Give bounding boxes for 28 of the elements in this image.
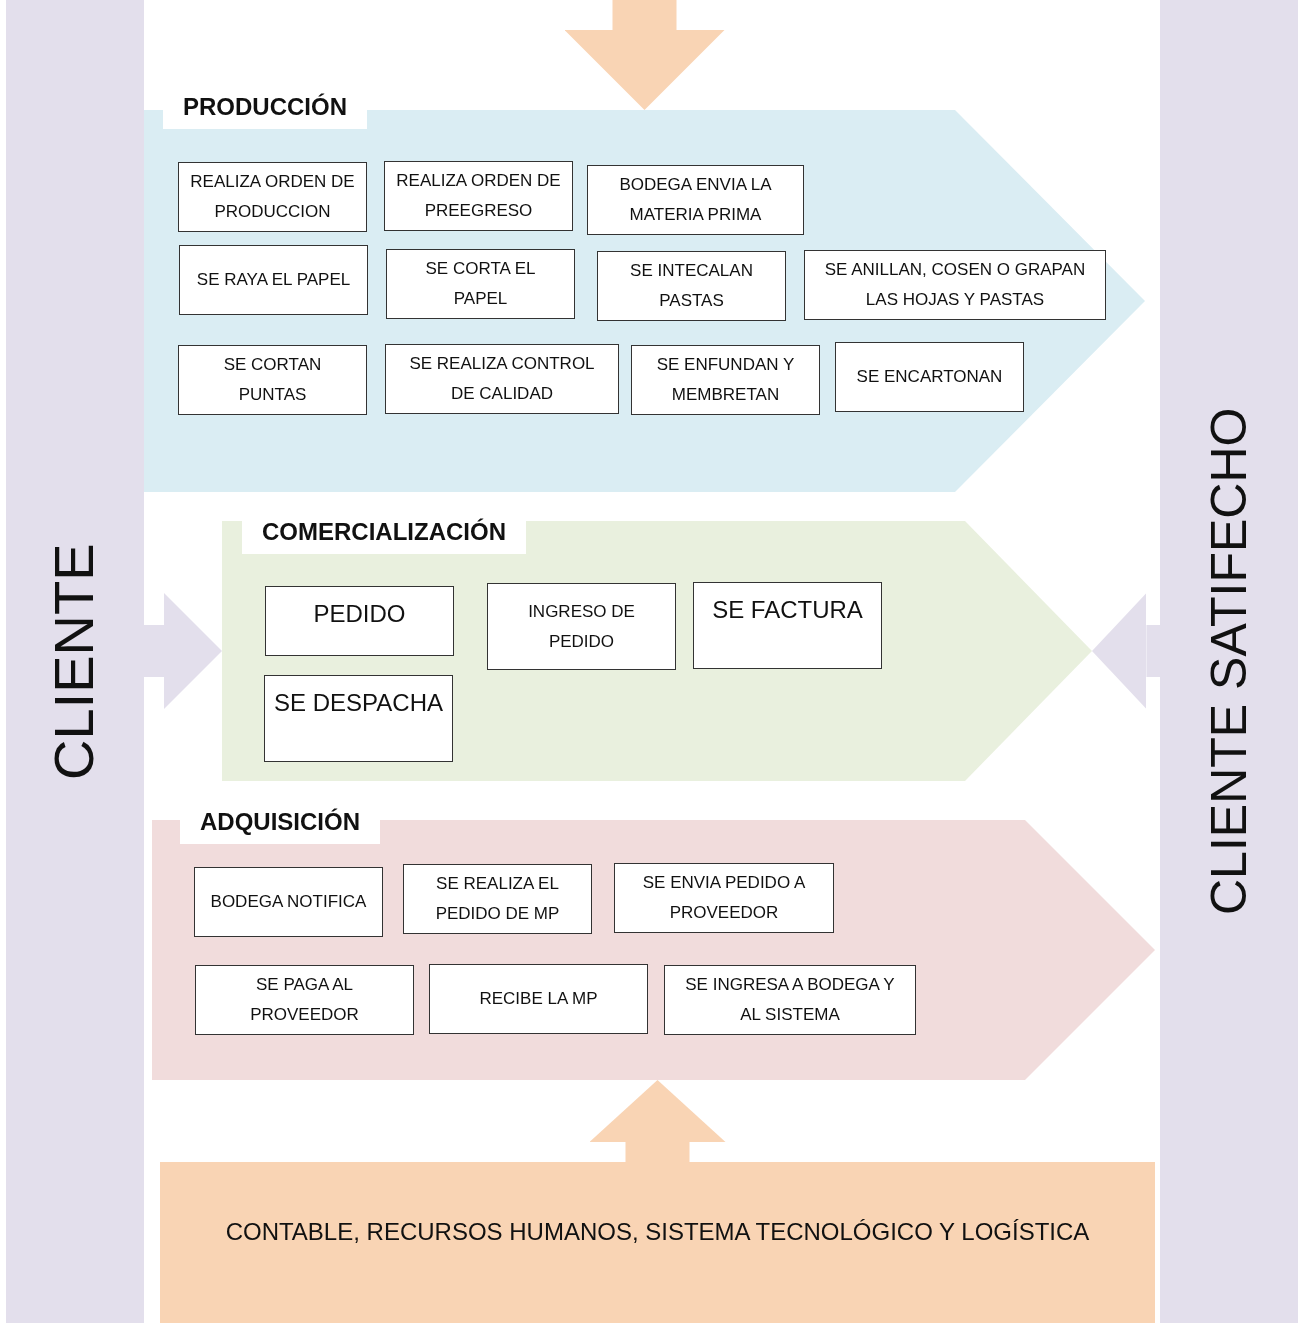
process-box: BODEGA ENVIA LA MATERIA PRIMA xyxy=(587,165,804,235)
process-box: SE ANILLAN, COSEN O GRAPAN LAS HOJAS Y PASTAS xyxy=(804,250,1106,320)
process-box: SE PAGA AL PROVEEDOR xyxy=(195,965,414,1035)
process-box: SE ENCARTONAN xyxy=(835,342,1024,412)
process-box: SE DESPACHA xyxy=(264,675,453,762)
process-box: SE INTECALAN PASTAS xyxy=(597,251,786,321)
process-box: SE CORTA EL PAPEL xyxy=(386,249,575,319)
process-box: SE REALIZA CONTROL DE CALIDAD xyxy=(385,344,619,414)
block-arrow xyxy=(1092,593,1160,709)
process-box: SE CORTAN PUNTAS xyxy=(178,345,367,415)
process-box: SE ENFUNDAN Y MEMBRETAN xyxy=(631,345,820,415)
process-box: SE INGRESA A BODEGA Y AL SISTEMA xyxy=(664,965,916,1035)
support-band: CONTABLE, RECURSOS HUMANOS, SISTEMA TECNOLÓGICO Y LOGÍSTICA xyxy=(160,1162,1155,1323)
process-box: SE REALIZA EL PEDIDO DE MP xyxy=(403,864,592,934)
customer-band: CLIENTE xyxy=(6,0,144,1323)
customer-band: CLIENTE SATIFECHO xyxy=(1160,0,1298,1323)
process-box: SE FACTURA xyxy=(693,582,882,669)
block-arrow xyxy=(589,1080,726,1162)
block-arrow xyxy=(564,0,725,110)
process-box: REALIZA ORDEN DE PREEGRESO xyxy=(384,161,573,231)
process-box: INGRESO DE PEDIDO xyxy=(487,583,676,670)
process-box: SE ENVIA PEDIDO A PROVEEDOR xyxy=(614,863,834,933)
block-arrow xyxy=(144,593,222,709)
process-box: PEDIDO xyxy=(265,586,454,656)
process-box: RECIBE LA MP xyxy=(429,964,648,1034)
process-box: REALIZA ORDEN DE PRODUCCION xyxy=(178,162,367,232)
process-box: BODEGA NOTIFICA xyxy=(194,867,383,937)
process-box: SE RAYA EL PAPEL xyxy=(179,245,368,315)
